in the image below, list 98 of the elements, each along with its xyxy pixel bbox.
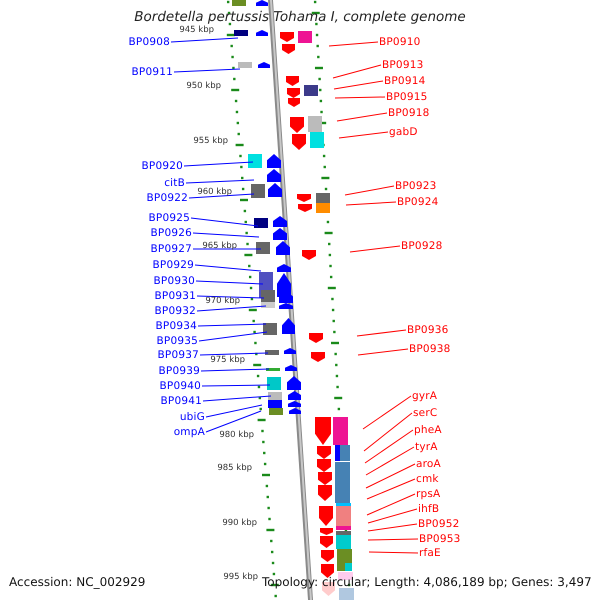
leader-line xyxy=(366,464,416,488)
leader-line xyxy=(350,246,400,252)
scale-label: 990 kbp xyxy=(222,518,257,528)
gene-label: BP0936 xyxy=(407,324,448,336)
gene-label: BP0952 xyxy=(418,518,460,530)
info-text: Topology: circular; Length: 4,086,189 bp; Genes: 3,497 xyxy=(262,575,592,589)
gene-label: BP0920 xyxy=(142,160,183,172)
gene-label: serC xyxy=(413,407,438,419)
leader-line xyxy=(328,42,378,46)
leader-line xyxy=(196,306,266,312)
gene-label: BP0928 xyxy=(401,240,442,252)
scale-label: 985 kbp xyxy=(217,463,252,473)
leader-line xyxy=(364,430,414,464)
leader-line xyxy=(198,332,268,342)
leader-line xyxy=(170,38,238,42)
leader-line xyxy=(190,218,258,226)
leader-line xyxy=(196,296,264,298)
leader-line xyxy=(194,264,262,272)
map-title: Bordetella pertussis Tohama I, complete genome xyxy=(133,9,467,25)
gene-label: BP0934 xyxy=(156,320,197,332)
leader-line xyxy=(356,330,406,336)
gene-label: BP0925 xyxy=(148,212,190,224)
info-text: Accession: NC_002929 xyxy=(9,575,146,589)
scale-label: 980 kbp xyxy=(219,430,254,440)
gene-label: ubiG xyxy=(180,411,205,423)
gene-label: BP0923 xyxy=(395,180,436,192)
scale-label: 955 kbp xyxy=(193,136,228,146)
scale-label: 970 kbp xyxy=(205,296,240,306)
gene-label: BP0927 xyxy=(150,243,192,255)
scale-label: 975 kbp xyxy=(210,355,245,365)
gene-label: rpsA xyxy=(416,488,440,500)
scale-label: 965 kbp xyxy=(202,241,237,251)
leader-line xyxy=(338,132,388,138)
leader-line xyxy=(202,396,272,402)
leader-line xyxy=(364,412,412,452)
gene-label: BP0911 xyxy=(132,66,173,78)
gene-label: BP0915 xyxy=(386,91,428,103)
gene-label: BP0941 xyxy=(160,395,202,407)
leader-line xyxy=(186,180,254,184)
gene-label: ihfB xyxy=(418,503,440,515)
leader-line xyxy=(346,202,396,206)
gene-label: BP0924 xyxy=(397,196,438,208)
gene-label: BP0914 xyxy=(384,75,426,87)
gene-label: cmk xyxy=(416,473,439,485)
scale-label: 960 kbp xyxy=(197,187,232,197)
leader-line xyxy=(206,404,262,418)
leader-line xyxy=(174,68,240,72)
leader-line xyxy=(184,162,254,166)
leader-line xyxy=(334,96,386,98)
leader-line xyxy=(368,524,418,532)
gene-label: ompA xyxy=(174,426,205,438)
leader-line xyxy=(366,494,416,516)
leader-line xyxy=(358,348,408,356)
gene-label: tyrA xyxy=(415,441,438,453)
gene-label: BP0939 xyxy=(158,365,200,377)
gene-label: BP0913 xyxy=(382,59,424,71)
scale-label: 995 kbp xyxy=(223,572,258,582)
leader-line xyxy=(336,112,388,122)
gene-label: BP0926 xyxy=(150,227,192,239)
gene-label: BP0937 xyxy=(158,349,199,361)
gene-label: BP0908 xyxy=(128,36,170,48)
gene-label: BP0931 xyxy=(154,290,196,302)
leader-line xyxy=(368,538,418,540)
leader-line xyxy=(344,186,394,196)
leader-line xyxy=(196,280,264,284)
gene-label: BP0910 xyxy=(379,36,420,48)
gene-label: gabD xyxy=(389,126,418,138)
leader-line xyxy=(332,64,382,78)
leader-line xyxy=(192,232,260,238)
leader-line xyxy=(192,248,262,250)
leader-line xyxy=(202,384,270,386)
gene-label: BP0938 xyxy=(409,343,450,355)
gene-label: BP0953 xyxy=(419,533,460,545)
leader-line xyxy=(366,478,416,500)
leader-line xyxy=(188,194,254,198)
gene-label: BP0932 xyxy=(154,305,196,317)
leader-line xyxy=(198,324,266,326)
scale-label: 945 kbp xyxy=(179,25,214,35)
leader-line xyxy=(362,396,412,430)
gene-label: citB xyxy=(164,177,185,189)
gene-label: BP0930 xyxy=(154,275,195,287)
gene-label: BP0940 xyxy=(160,380,201,392)
gene-label: BP0922 xyxy=(146,192,188,204)
leader-line xyxy=(368,552,418,554)
gene-label: BP0935 xyxy=(156,335,198,347)
leader-line xyxy=(200,368,270,372)
leader-line xyxy=(334,80,384,90)
gene-label: aroA xyxy=(416,458,441,470)
gene-label: BP0918 xyxy=(388,107,430,119)
leader-line xyxy=(368,508,418,524)
gene-label: pheA xyxy=(414,424,442,436)
leader-line xyxy=(366,446,414,476)
scale-label: 950 kbp xyxy=(186,81,221,91)
leader-line xyxy=(206,410,262,432)
gene-label: BP0929 xyxy=(152,259,194,271)
leader-line xyxy=(200,352,268,356)
gene-label: rfaE xyxy=(419,547,441,559)
gene-label: gyrA xyxy=(412,390,438,402)
